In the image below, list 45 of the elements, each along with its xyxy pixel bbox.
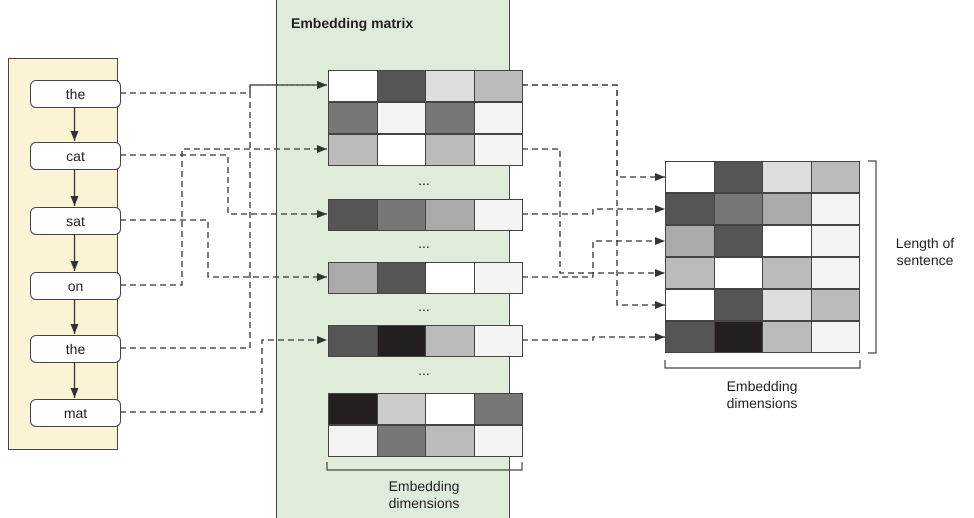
matrix-row — [665, 193, 860, 225]
axis-caption: Length of sentence — [894, 235, 956, 269]
arrow — [70, 362, 78, 398]
output-matrix — [665, 161, 860, 353]
matrix-row — [328, 199, 523, 231]
word-box: on — [30, 272, 121, 300]
ellipsis: ... — [417, 362, 431, 379]
dashed-arrow — [120, 219, 327, 281]
matrix-row — [328, 262, 523, 294]
axis-caption: Embedding dimensions — [726, 378, 798, 412]
arrow — [70, 107, 78, 141]
word-box: the — [30, 335, 121, 363]
dashed-arrow — [120, 81, 327, 349]
panel-title: Embedding matrix — [291, 15, 414, 31]
dashed-arrow — [120, 336, 327, 413]
matrix-row — [328, 325, 523, 357]
matrix-row — [665, 321, 860, 353]
arrow — [70, 234, 78, 271]
arrow — [70, 169, 78, 206]
dashed-arrow — [522, 205, 665, 215]
ellipsis: ... — [417, 298, 431, 315]
matrix-row — [328, 425, 523, 457]
arrow — [70, 299, 78, 334]
word-box: mat — [30, 399, 121, 427]
matrix-row — [665, 257, 860, 289]
word-box: the — [30, 80, 121, 108]
dashed-arrow — [522, 148, 665, 277]
matrix-row — [328, 134, 523, 166]
word-box: sat — [30, 207, 121, 235]
matrix-row — [328, 70, 523, 102]
dashed-arrow — [522, 333, 665, 341]
sentence-panel — [8, 58, 118, 450]
matrix-row — [665, 161, 860, 193]
matrix-row — [665, 225, 860, 257]
dashed-arrow — [522, 237, 665, 278]
ellipsis: ... — [417, 172, 431, 189]
axis-caption: Embedding dimensions — [388, 478, 460, 512]
word-box: cat — [30, 142, 121, 170]
ellipsis: ... — [417, 235, 431, 252]
matrix-row — [665, 289, 860, 321]
matrix-row — [328, 393, 523, 425]
matrix-row — [328, 102, 523, 134]
dashed-arrow — [120, 145, 327, 286]
dashed-arrow — [120, 154, 327, 218]
dashed-arrow — [522, 84, 665, 309]
